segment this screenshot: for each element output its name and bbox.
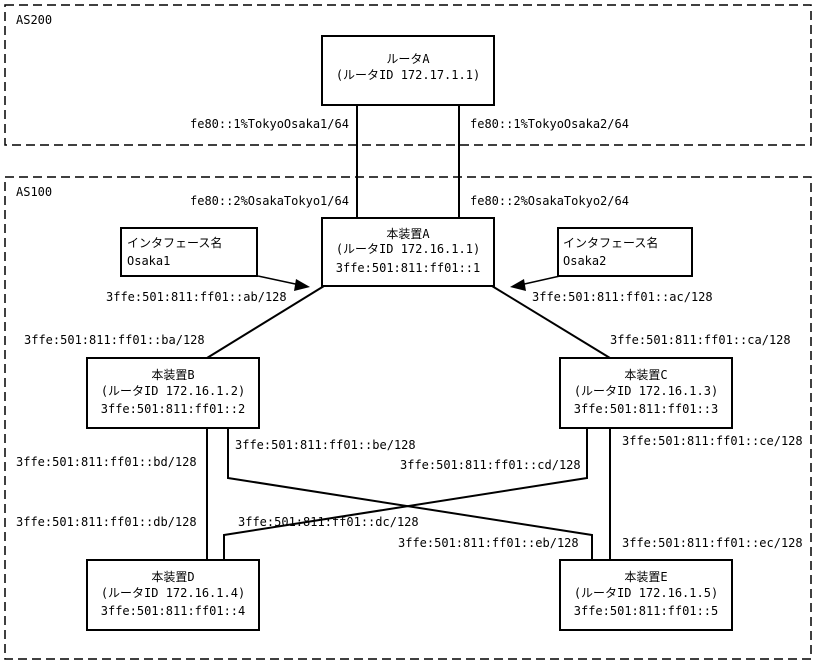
device-b-address: 3ffe:501:811:ff01::2 bbox=[101, 402, 246, 416]
address-ab: 3ffe:501:811:ff01::ab/128 bbox=[106, 290, 287, 304]
interface-note-left: インタフェース名 Osaka1 bbox=[120, 227, 258, 277]
device-a-id: (ルータID 172.16.1.1) bbox=[336, 242, 480, 256]
device-b-box bbox=[86, 357, 260, 429]
address-ac: 3ffe:501:811:ff01::ac/128 bbox=[532, 290, 713, 304]
device-e-box bbox=[559, 559, 733, 631]
device-a-box bbox=[321, 217, 495, 287]
address-da-left: fe80::2%OsakaTokyo1/64 bbox=[190, 194, 349, 208]
as100-label: AS100 bbox=[16, 185, 52, 199]
device-c-name: 本装置C bbox=[624, 368, 667, 382]
address-be: 3ffe:501:811:ff01::be/128 bbox=[235, 438, 416, 452]
device-b-id: (ルータID 172.16.1.2) bbox=[101, 384, 245, 398]
link-c-d bbox=[223, 428, 588, 560]
device-d-id: (ルータID 172.16.1.4) bbox=[101, 586, 245, 600]
device-e-id: (ルータID 172.16.1.5) bbox=[574, 586, 718, 600]
as200-border bbox=[4, 4, 812, 146]
device-e-address: 3ffe:501:811:ff01::5 bbox=[574, 604, 719, 618]
device-c-box bbox=[559, 357, 733, 429]
router-a-box bbox=[321, 35, 495, 106]
address-ra-right: fe80::1%TokyoOsaka2/64 bbox=[470, 117, 629, 131]
as200-label: AS200 bbox=[16, 13, 52, 27]
interface-note-left-title: インタフェース名 bbox=[127, 235, 222, 250]
arrow-osaka2 bbox=[519, 275, 561, 286]
device-c-address: 3ffe:501:811:ff01::3 bbox=[574, 402, 719, 416]
address-ca: 3ffe:501:811:ff01::ca/128 bbox=[610, 333, 791, 347]
interface-note-left-value: Osaka1 bbox=[127, 254, 170, 268]
device-d-name: 本装置D bbox=[151, 570, 194, 584]
node-router-a: ルータA (ルータID 172.17.1.1) bbox=[321, 35, 495, 106]
device-d-address: 3ffe:501:811:ff01::4 bbox=[101, 604, 246, 618]
arrow-osaka1 bbox=[257, 275, 301, 286]
device-d-box bbox=[86, 559, 260, 631]
device-b-name: 本装置B bbox=[151, 368, 194, 382]
link-a-c bbox=[491, 285, 611, 359]
address-ec: 3ffe:501:811:ff01::ec/128 bbox=[622, 536, 803, 550]
interface-note-right-value: Osaka2 bbox=[563, 254, 606, 268]
address-ra-left: fe80::1%TokyoOsaka1/64 bbox=[190, 117, 349, 131]
address-ba: 3ffe:501:811:ff01::ba/128 bbox=[24, 333, 205, 347]
address-eb: 3ffe:501:811:ff01::eb/128 bbox=[398, 536, 579, 550]
device-c-id: (ルータID 172.16.1.3) bbox=[574, 384, 718, 398]
node-device-a: 本装置A (ルータID 172.16.1.1) 3ffe:501:811:ff0… bbox=[321, 217, 495, 287]
address-da-right: fe80::2%OsakaTokyo2/64 bbox=[470, 194, 629, 208]
address-cd: 3ffe:501:811:ff01::cd/128 bbox=[400, 458, 581, 472]
arrow-osaka2-head bbox=[510, 279, 526, 291]
interface-note-right-title: インタフェース名 bbox=[563, 235, 658, 250]
node-device-c: 本装置C (ルータID 172.16.1.3) 3ffe:501:811:ff0… bbox=[559, 357, 733, 429]
arrow-osaka1-head bbox=[294, 279, 310, 291]
address-ce: 3ffe:501:811:ff01::ce/128 bbox=[622, 434, 803, 448]
device-a-name: 本装置A bbox=[386, 227, 430, 241]
device-a-address: 3ffe:501:811:ff01::1 bbox=[336, 261, 481, 275]
router-a-id: (ルータID 172.17.1.1) bbox=[336, 68, 480, 82]
node-device-d: 本装置D (ルータID 172.16.1.4) 3ffe:501:811:ff0… bbox=[86, 559, 260, 631]
interface-note-left-box bbox=[120, 227, 258, 277]
node-device-e: 本装置E (ルータID 172.16.1.5) 3ffe:501:811:ff0… bbox=[559, 559, 733, 631]
router-a-name: ルータA bbox=[386, 52, 430, 66]
address-dc: 3ffe:501:811:ff01::dc/128 bbox=[238, 515, 419, 529]
interface-note-right-box bbox=[557, 227, 693, 277]
device-e-name: 本装置E bbox=[624, 570, 667, 584]
link-a-b bbox=[206, 285, 325, 359]
node-device-b: 本装置B (ルータID 172.16.1.2) 3ffe:501:811:ff0… bbox=[86, 357, 260, 429]
address-bd: 3ffe:501:811:ff01::bd/128 bbox=[16, 455, 197, 469]
address-db: 3ffe:501:811:ff01::db/128 bbox=[16, 515, 197, 529]
interface-note-right: インタフェース名 Osaka2 bbox=[557, 227, 693, 277]
